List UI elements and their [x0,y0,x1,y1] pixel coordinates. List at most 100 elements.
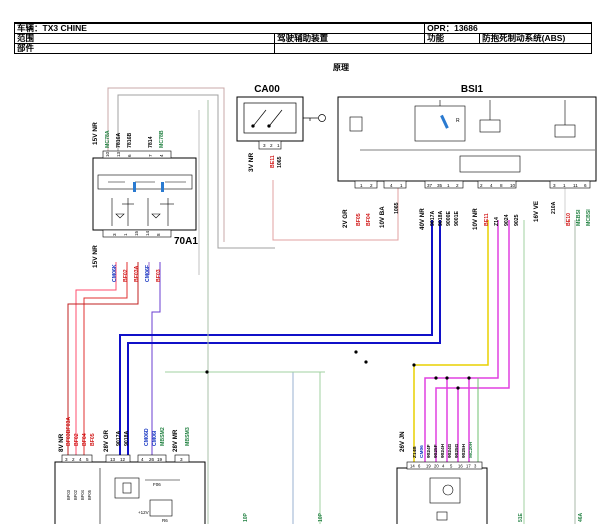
pin-label-bottom-mid: 6 [418,464,421,469]
wire-violet-2 [151,262,161,462]
pin-label-bottom-left: 3 [65,457,68,462]
wire-pink-1 [107,87,225,242]
pin-label-bottom-left: 26 [149,457,155,462]
pin-label-bottom-left: 3 [180,457,183,462]
wire-label-bsi: MCBSI [586,209,592,226]
pin-label-bsi: 1 [563,183,566,188]
wire-label-bsi: BE10 [566,213,572,226]
pin-label-bottom-left: 4 [141,457,144,462]
pin-label-70a1-top: 13 [116,151,121,157]
pin-label-bsi: 37 [427,183,433,188]
pin-label-70a1-bottom: 15 [134,230,139,236]
pin-label-70a1-top: 6 [127,154,132,157]
wire-label-bsi: 210A [551,201,557,214]
bottom-left-connector-label: 28V MR [172,429,179,452]
svg-text:CA00: CA00 [254,84,280,95]
pin-label-70a1-bottom: 8 [156,233,161,236]
wire-label-70a1-bottom: BF03 [156,269,162,282]
pin-label-bottom-mid: 3 [474,464,477,469]
wires [67,87,576,524]
wire-label-bottom-left: BF04 [82,433,88,446]
pin-label-bsi: 1 [447,183,450,188]
wire-label-70a1-top: MC78B [159,130,165,148]
wire-magenta-1 [424,220,499,462]
wire-label-bottom-left: MBSM3 [185,427,191,446]
wire-label-bottom-left: 9017A [116,430,122,446]
wire-label-bsi: MEBSI [576,209,582,226]
pin-label-70a1-bottom: 3 [112,233,117,236]
pin-label-bottom-left: 2 [72,457,75,462]
svg-text:15V NR: 15V NR [92,245,99,268]
wire-label-bottom-left: BF03BF03A [66,417,72,446]
wire-magenta-2 [435,220,510,462]
wire-blue-2 [127,220,441,462]
wire-label-70a1-bottom: BF03A [134,265,140,282]
part-value-cell [274,43,592,54]
pin-label-bsi: 2 [480,183,483,188]
bottom-edge-label: 46A [578,512,584,522]
wire-label-bottom-mid: 9025H [461,443,467,458]
bottom-left-f06-label: F06 [153,482,161,487]
pin-label-bottom-mid: 16 [458,464,463,469]
wire-label-bottom-mid: 9024G [447,443,453,458]
pin-label-bottom-left: 19 [157,457,163,462]
bsi-connector-label: 10V NR [472,208,479,230]
wire-ca00-bsi [272,180,399,241]
bsi-connector-label: 2V GR [342,209,349,228]
bsi-connector-label: 10V BA [379,206,386,228]
bottom-left-12v-label: +12V [138,510,149,515]
wire-label-bottom-left: CM06I [152,430,158,446]
wire-label-bsi: BE11 [484,213,490,226]
wire-label-bsi: Z14 [494,217,500,226]
pin-label-bsi: 10 [510,183,516,188]
bsi-connector-label: 40V NR [419,208,426,230]
wire-label-ca00: 1065 [277,156,283,168]
component-bsi1-internals [349,100,595,173]
pin-label-bsi: 11 [573,183,578,188]
bottom-edge-labels: 10P 10P 51E 46A [243,512,584,522]
pin-label-bsi: 3 [553,183,556,188]
wire-label-bottom-left: MBSM2 [160,427,166,446]
bottom-edge-label: 10P [318,512,324,522]
bottom-edge-label: 51E [518,512,524,522]
wire-blue-1 [119,220,433,462]
pin-label-bsi: 4 [490,183,493,188]
bottom-left-internal-label: BF03 [66,489,71,500]
diagram-title: 原理 [333,63,349,72]
svg-text:15V NR: 15V NR [92,122,99,145]
pin-label-70a1-bottom: 14 [145,230,150,236]
bottom-left-internal-label: BF04 [80,489,85,500]
component-70a1-label: 70A1 [174,236,198,247]
wire-red-1 [75,262,117,462]
wire-label-bsi: 9025 [514,214,520,226]
wire-yellow [413,220,489,462]
wire-label-70a1-top: 7816B [127,132,133,148]
component-bottom-left-internals [99,468,180,524]
wire-label-70a1-top: 7816A [116,132,122,148]
pin-label-bottom-left: 12 [120,457,126,462]
wire-label-bsi: BF04 [366,213,372,226]
pin-label-bsi: 1 [400,183,403,188]
pin-label-bsi: 4 [390,183,393,188]
wire-label-bottom-left: 9018A [124,430,130,446]
pin-label-bottom-mid: 14 [410,464,415,469]
wire-label-bottom-mid: 9025F [433,444,439,458]
component-bsi1-r-label: R [456,118,460,124]
bottom-mid-connector-label: 26V JN [399,431,406,452]
pin-label-bottom-left: 4 [79,457,82,462]
pin-label-bottom-mid: 4 [442,464,445,469]
bottom-left-connector-label: 8V NR [58,433,65,452]
wire-label-bottom-left: CM06D [144,428,150,446]
svg-text:3V NR: 3V NR [248,153,255,172]
pin-label-bsi: 1 [360,183,363,188]
bottom-edge-label: 10P [243,512,249,522]
pin-label-ca00: 1 [277,143,280,148]
pin-label-70a1-top: 4 [159,154,164,157]
bsi-connector-label: 16V VE [533,201,540,222]
component-bottom-mid-internals [429,477,461,521]
wire-label-bottom-mid: 9025G [454,443,460,458]
